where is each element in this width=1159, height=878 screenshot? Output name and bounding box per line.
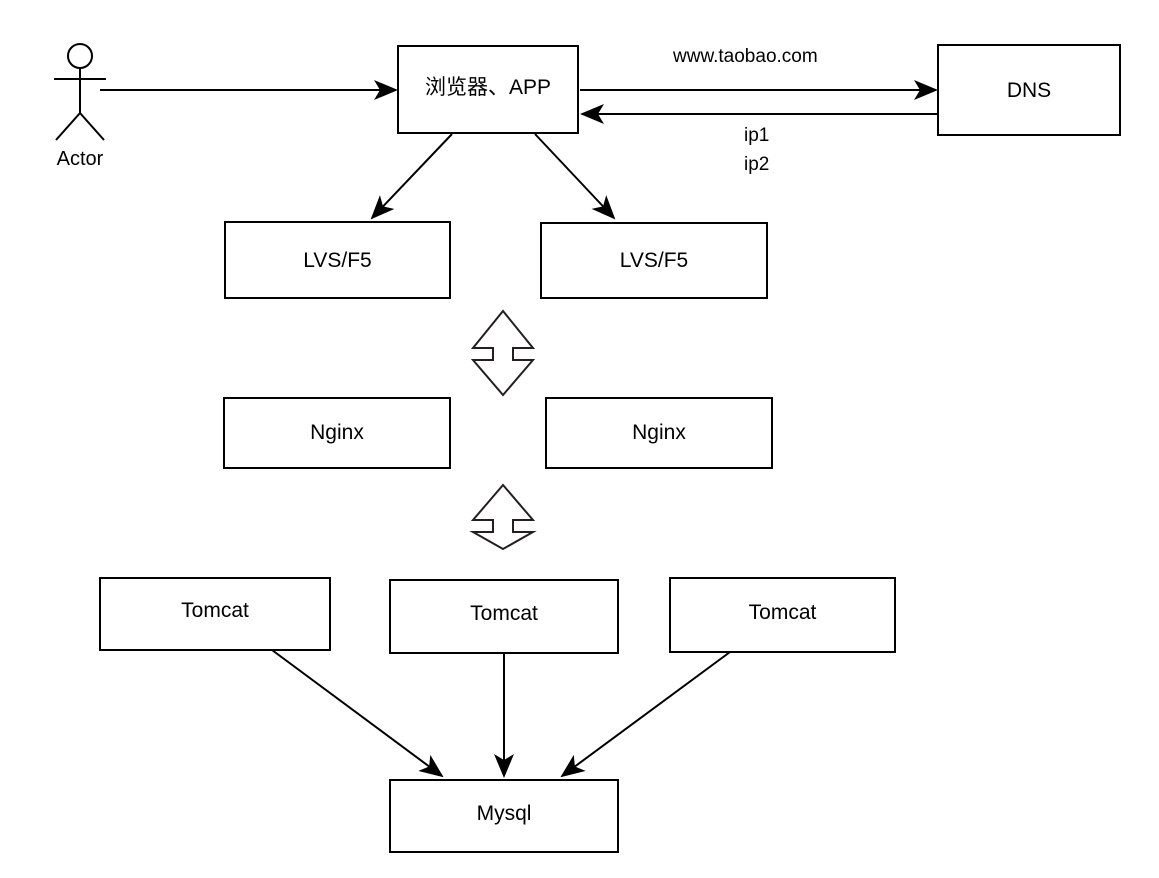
tomcat-right-label: Tomcat [748,601,817,624]
nginx-left-node[interactable] [224,398,450,468]
lvs-right-label: LVS/F5 [619,249,689,272]
actor-label: Actor [56,148,104,170]
domain-request-label: www.taobao.com [673,46,818,67]
tomcat-mid-node[interactable] [390,580,618,653]
dns-reply-ip1-label: ip1 [744,125,770,146]
dns-node[interactable] [938,45,1120,135]
box-tomcat-left [99,577,331,651]
lvs-left-node[interactable] [225,222,450,298]
tomcat-right-node[interactable] [670,578,895,652]
dns-reply-ip2-label: ip2 [744,154,770,175]
actor-node[interactable] [54,44,108,142]
nginx-left-label: Nginx [310,421,364,444]
box-lvs-left [224,221,451,299]
arrow-tomcat-right-to-mysql [560,651,731,778]
tomcat-left-node[interactable] [100,578,330,650]
actor-stick-figure [54,43,106,141]
box-mysql [389,779,619,853]
browser-node[interactable] [398,46,578,133]
double-arrow-nginx-tomcat-target[interactable] [473,485,533,549]
box-nginx-right [545,397,773,469]
box-tomcat-mid [389,579,619,654]
arrow-browser-to-lvs-right [534,133,616,220]
double-arrow-nginx-tomcat [469,483,537,551]
mysql-node[interactable] [390,780,618,852]
browser-label: 浏览器、APP [424,76,552,99]
double-arrow-lvs-nginx-target[interactable] [473,311,533,395]
box-dns [937,44,1121,136]
arrow-browser-to-lvs-left [370,133,453,220]
nginx-right-label: Nginx [632,421,686,444]
tomcat-mid-label: Tomcat [470,602,538,625]
double-arrow-lvs-nginx [470,309,536,397]
tomcat-left-label: Tomcat [181,599,249,622]
mysql-label: Mysql [476,802,532,825]
box-tomcat-right [669,577,896,653]
box-browser [397,45,579,134]
box-lvs-right [540,222,768,299]
nginx-right-node[interactable] [546,398,772,468]
dns-label: DNS [1006,79,1052,102]
lvs-left-label: LVS/F5 [303,249,372,272]
box-nginx-left [223,397,451,469]
arrow-tomcat-left-to-mysql [271,649,444,778]
lvs-right-node[interactable] [541,223,767,298]
